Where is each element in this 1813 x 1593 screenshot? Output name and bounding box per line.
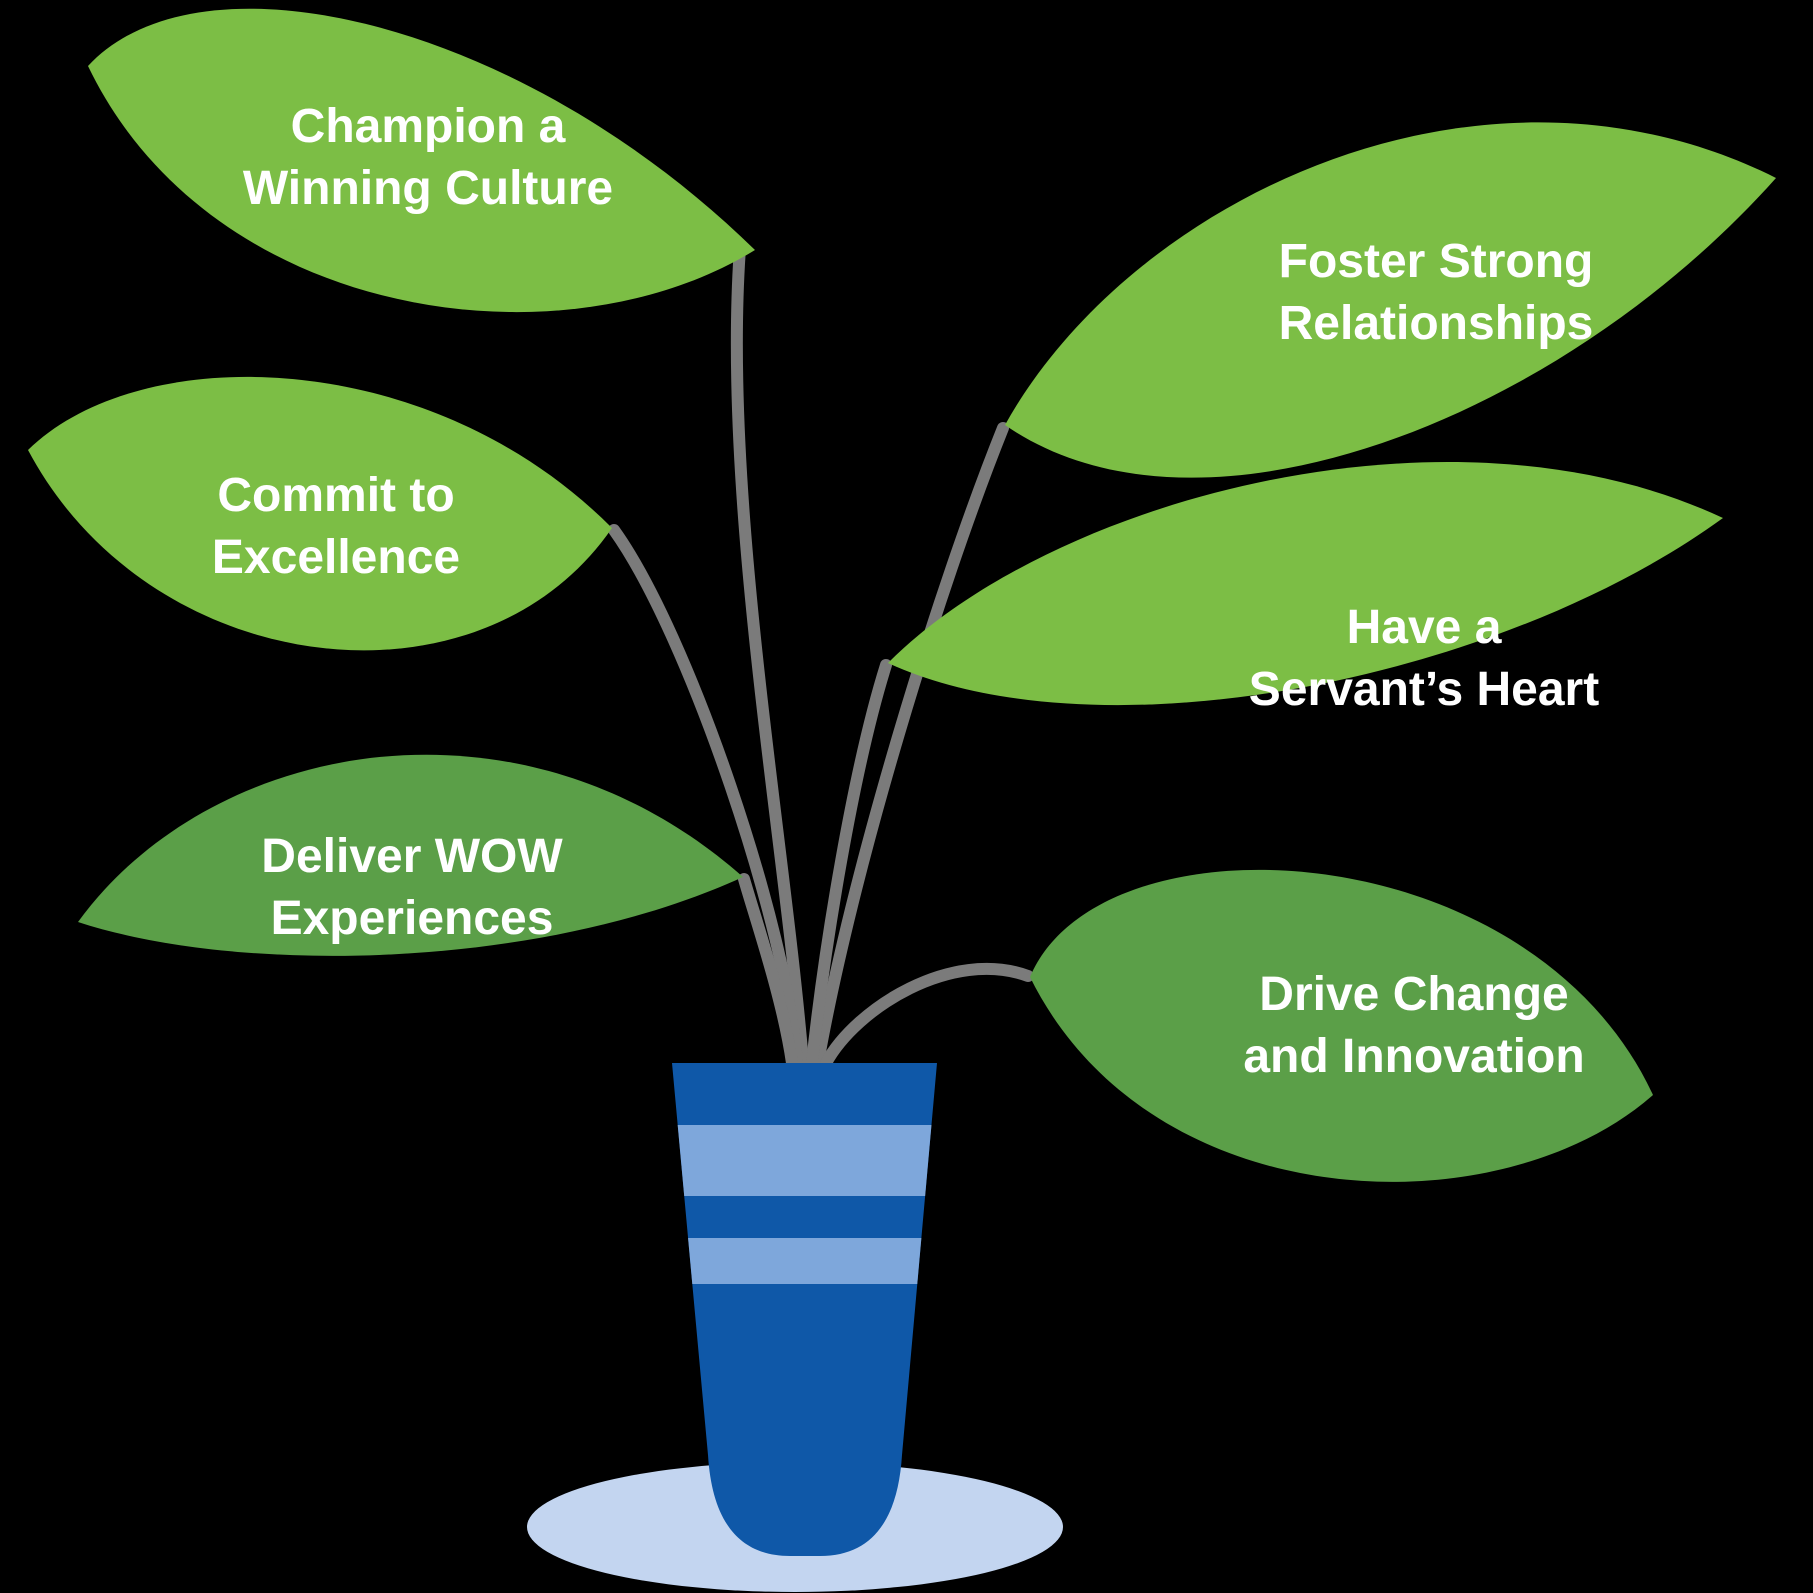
leaf-commit-shape [28, 376, 612, 651]
leaf-label-line: Excellence [211, 531, 461, 584]
leaf-champion-shape [88, 8, 755, 313]
leaf-label-line: Winning Culture [242, 162, 614, 215]
stem-commit [608, 524, 803, 1069]
leaf-label-line: and Innovation [1243, 1030, 1585, 1083]
leaf-label-servant: Have a Servant’s Heart [1249, 597, 1599, 721]
leaf-label-line: Have a [1346, 601, 1502, 654]
stem-champion [730, 242, 809, 1069]
stems [608, 242, 1034, 1069]
leaf-label-line: Deliver WOW [261, 830, 563, 883]
leaf-foster-shape [1005, 122, 1776, 478]
leaf-label-drive: Drive Change and Innovation [1243, 964, 1584, 1088]
leaf-label-line: Foster Strong [1278, 235, 1594, 288]
pot [672, 1063, 937, 1556]
pot-stripe-bottom [672, 1238, 937, 1284]
leaf-label-foster: Foster Strong Relationships [1279, 231, 1594, 355]
pot-stripe-top [672, 1125, 937, 1196]
leaf-label-line: Commit to [217, 469, 455, 522]
stem-servant [806, 659, 892, 1069]
leaf-label-line: Champion a [290, 100, 566, 153]
leaf-label-line: Drive Change [1259, 968, 1569, 1021]
leaf-deliver-shape [78, 754, 743, 956]
leaf-label-commit: Commit to Excellence [212, 465, 460, 589]
leaf-drive-shape [1030, 869, 1653, 1182]
leaf-label-line: Servant’s Heart [1248, 663, 1600, 716]
leaf-label-champion: Champion a Winning Culture [243, 96, 613, 220]
leaf-label-line: Relationships [1278, 297, 1594, 350]
leaf-label-line: Experiences [270, 892, 554, 945]
stem-drive [820, 962, 1034, 1069]
stem-foster [812, 422, 1009, 1069]
leaf-servant-shape [888, 462, 1723, 706]
stem-deliver [738, 873, 798, 1069]
leaves [28, 8, 1776, 1182]
leaf-label-deliver: Deliver WOW Experiences [261, 826, 562, 950]
